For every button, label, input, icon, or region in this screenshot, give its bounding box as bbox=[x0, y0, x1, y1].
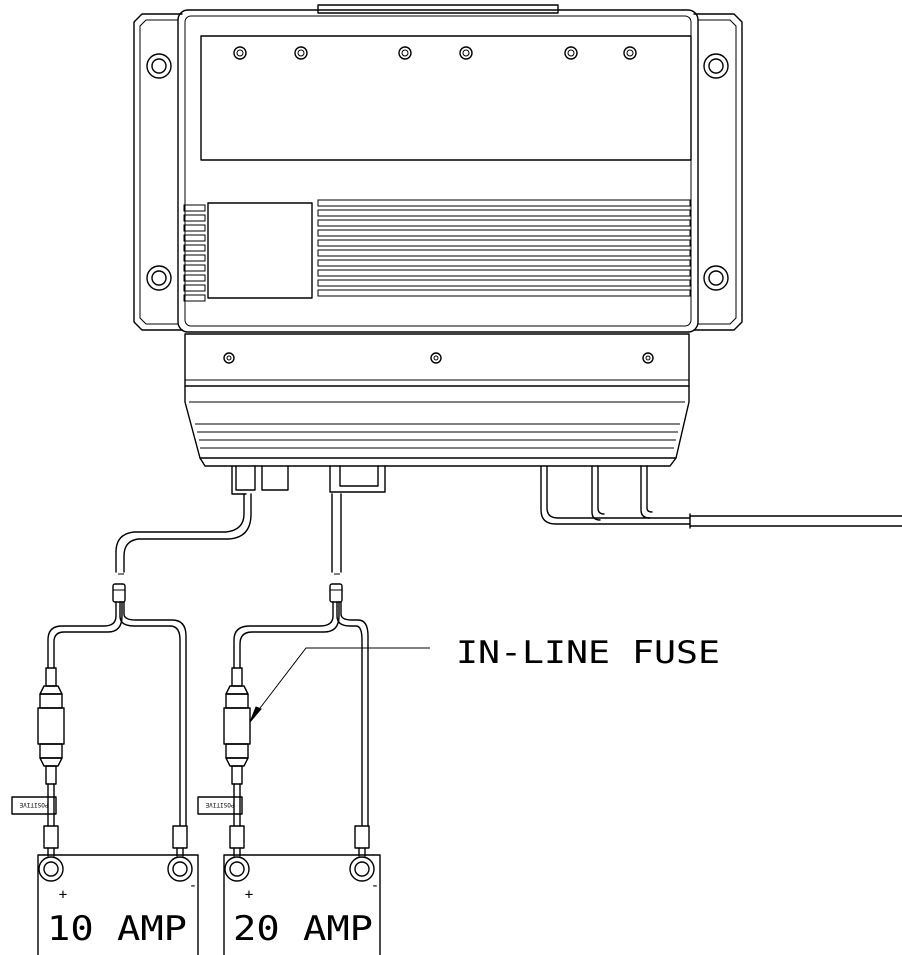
vent-slot bbox=[317, 219, 691, 227]
vent-slot bbox=[183, 204, 206, 212]
left-vents bbox=[183, 204, 206, 302]
indicator-panel bbox=[200, 35, 692, 161]
vent-slot bbox=[183, 234, 206, 242]
vent-slot bbox=[317, 199, 691, 207]
positive-tag-2: POSITIVE bbox=[197, 796, 243, 815]
vent-slot bbox=[317, 259, 691, 267]
battery-1-label: 10 AMP bbox=[47, 909, 187, 949]
positive-tag-1: POSITIVE bbox=[11, 796, 57, 815]
battery-1-positive: + bbox=[59, 887, 67, 903]
vent-slot bbox=[183, 244, 206, 252]
vent-slot bbox=[317, 209, 691, 217]
vent-slot bbox=[183, 224, 206, 232]
vent-slot bbox=[317, 279, 691, 287]
vent-slot bbox=[317, 229, 691, 237]
vent-slot bbox=[183, 254, 206, 262]
battery-10-amp: + - 10 AMP bbox=[37, 825, 199, 955]
label-plate bbox=[207, 202, 313, 299]
harness-2 bbox=[233, 583, 369, 826]
positive-tag-label-2: POSITIVE bbox=[205, 801, 234, 808]
vent-slot bbox=[317, 249, 691, 257]
ac-input-cable bbox=[540, 465, 902, 529]
battery-2-label: 20 AMP bbox=[233, 909, 373, 949]
callout-label: IN-LINE FUSE bbox=[456, 635, 720, 671]
vent-slot bbox=[183, 294, 206, 302]
inline-fuse-2 bbox=[223, 667, 251, 827]
output-cable-2 bbox=[329, 465, 386, 575]
battery-2-negative: - bbox=[371, 878, 379, 894]
right-vents bbox=[317, 199, 691, 297]
inline-fuse-1 bbox=[37, 667, 65, 827]
vent-slot bbox=[183, 274, 206, 282]
right-mounting-ear bbox=[693, 13, 743, 331]
vent-slot bbox=[183, 214, 206, 222]
left-mounting-ear bbox=[133, 13, 183, 331]
positive-tag-label-1: POSITIVE bbox=[19, 801, 48, 808]
terminal-cover bbox=[184, 333, 690, 467]
fuse-callout: IN-LINE FUSE bbox=[249, 635, 720, 723]
harness-1 bbox=[47, 583, 187, 826]
vent-slot bbox=[317, 239, 691, 247]
battery-20-amp: + - 20 AMP bbox=[223, 825, 381, 955]
charger-unit bbox=[133, 4, 743, 333]
indicator-leds bbox=[233, 46, 637, 60]
battery-1-negative: - bbox=[189, 878, 197, 894]
vent-slot bbox=[317, 269, 691, 277]
battery-2-positive: + bbox=[245, 887, 253, 903]
vent-slot bbox=[183, 284, 206, 292]
output-cable-1 bbox=[115, 465, 289, 575]
vent-slot bbox=[317, 289, 691, 297]
vent-slot bbox=[183, 264, 206, 272]
